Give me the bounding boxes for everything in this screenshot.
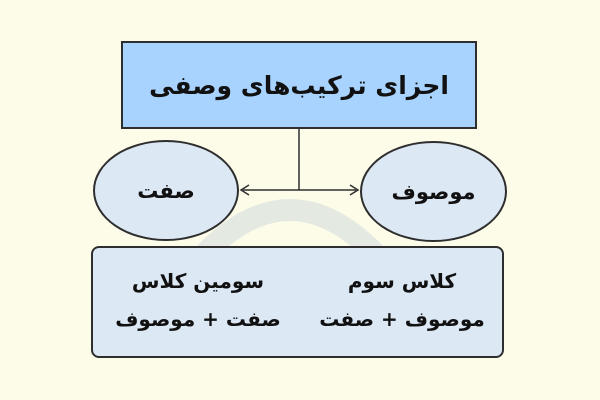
example-left-line2: صفت + موصوف (115, 307, 281, 331)
example-left-line1: سومین کلاس (131, 269, 265, 293)
example-right-line1: کلاس سوم (347, 269, 457, 293)
noun-label: موصوف (391, 179, 476, 204)
examples-box: سومین کلاس صفت + موصوف کلاس سوم موصوف + … (91, 246, 504, 358)
example-left: سومین کلاس صفت + موصوف (107, 262, 289, 338)
adjective-label: صفت (137, 178, 195, 203)
arrow-left-icon (239, 184, 250, 196)
title-box: اجزای ترکیب‌های وصفی (121, 41, 477, 129)
example-right: کلاس سوم موصوف + صفت (312, 262, 492, 338)
diagram-title: اجزای ترکیب‌های وصفی (149, 70, 449, 100)
arrow-right-icon (349, 184, 360, 196)
example-right-line2: موصوف + صفت (319, 307, 485, 331)
adjective-node: صفت (93, 140, 239, 241)
noun-node: موصوف (360, 141, 507, 242)
